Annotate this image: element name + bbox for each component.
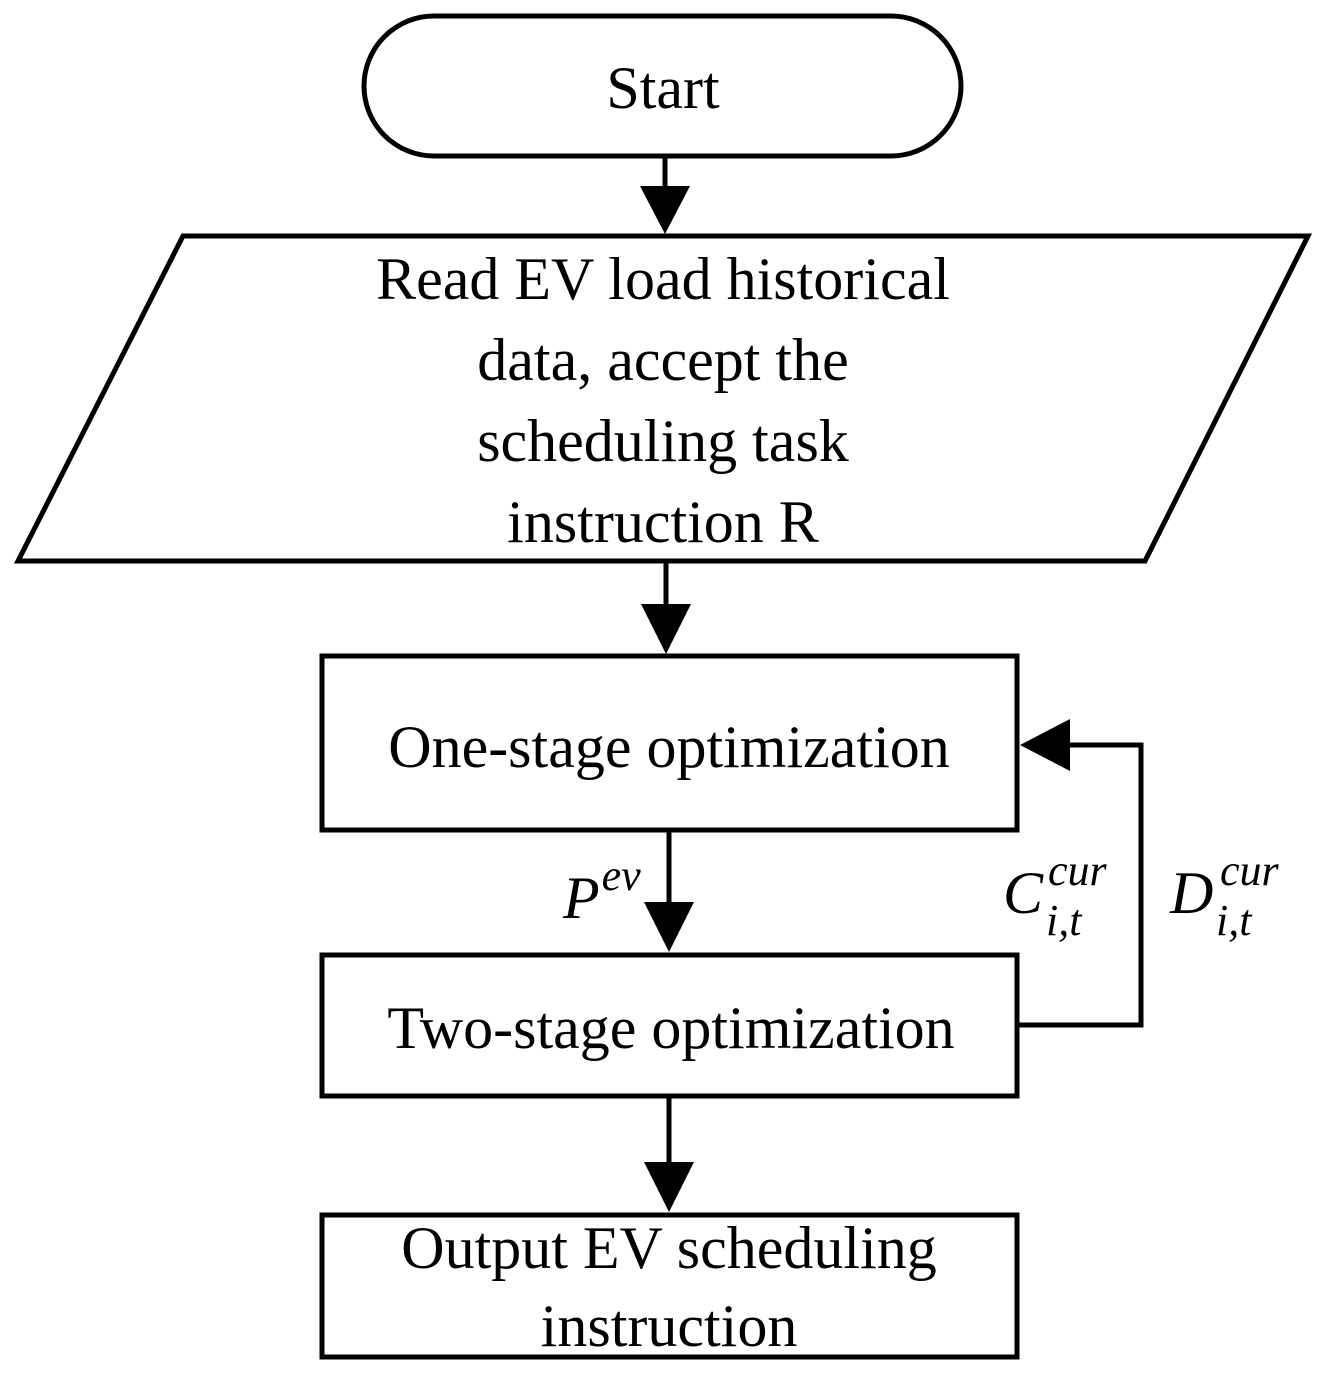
d-cur-sup: cur	[1220, 846, 1280, 895]
d-cur-base: D	[1169, 860, 1213, 926]
p-ev-base: P	[562, 865, 600, 931]
read-line-3: scheduling task	[477, 408, 849, 474]
p-ev-sup: ev	[602, 851, 642, 900]
arrowhead	[640, 186, 690, 234]
read-line-4: instruction R	[507, 489, 819, 555]
arrowhead	[641, 604, 691, 654]
two-stage-node: Two-stage optimization	[319, 952, 1020, 1099]
c-cur-label: C cur i,t	[1003, 846, 1108, 945]
arrowhead	[644, 1162, 694, 1212]
read-data-node: Read EV load historical data, accept the…	[13, 233, 1313, 564]
d-cur-label: D cur i,t	[1169, 846, 1280, 945]
read-line-1: Read EV load historical	[376, 246, 950, 312]
output-node: Output EV scheduling instruction	[319, 1212, 1020, 1360]
one-stage-node: One-stage optimization	[319, 653, 1020, 833]
one-stage-label: One-stage optimization	[388, 714, 950, 780]
p-ev-label: Pev	[562, 851, 641, 931]
arrowhead	[1020, 719, 1070, 771]
output-box	[319, 1212, 1020, 1360]
c-cur-sup: cur	[1048, 846, 1108, 895]
start-node: Start	[361, 13, 964, 159]
arrow-stage1-to-stage2	[644, 830, 694, 952]
arrow-start-to-read	[640, 156, 690, 234]
arrow-read-to-stage1	[641, 561, 691, 654]
input-parallelogram-shape	[13, 233, 1313, 564]
c-cur-base: C	[1003, 860, 1044, 926]
c-cur-sub: i,t	[1046, 896, 1083, 945]
arrow-stage2-to-output	[644, 1096, 694, 1212]
read-line-2: data, accept the	[477, 327, 848, 393]
feedback-arrow-stage2-to-stage1	[1017, 719, 1144, 1028]
output-line-1: Output EV scheduling	[401, 1215, 937, 1281]
arrowhead	[644, 902, 694, 952]
d-cur-sub: i,t	[1216, 896, 1253, 945]
one-stage-box	[319, 653, 1020, 833]
output-line-2: instruction	[541, 1293, 798, 1359]
start-label: Start	[606, 55, 720, 121]
two-stage-label: Two-stage optimization	[387, 995, 954, 1061]
